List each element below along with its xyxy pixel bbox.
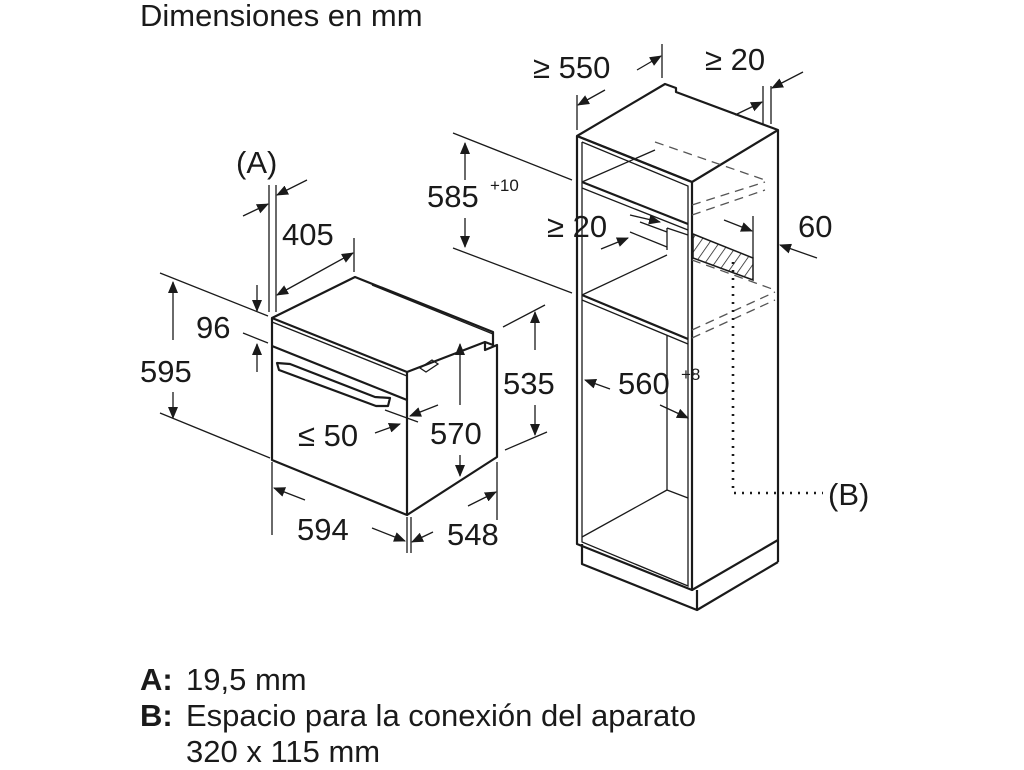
dim-548: 548 xyxy=(447,517,499,552)
legend-text-a: 19,5 mm xyxy=(186,662,307,697)
dim-585: 585 xyxy=(427,179,479,214)
oven-dimensions: (A) 405 96 595 ≤ 50 570 594 548 xyxy=(140,145,499,553)
dim-560: 560 xyxy=(618,366,670,401)
dim-ge20-top: ≥ 20 xyxy=(705,42,765,77)
dim-96: 96 xyxy=(196,310,230,345)
cabinet-drawing xyxy=(575,82,823,612)
legend-a: A: 19,5 mm xyxy=(140,662,307,698)
diagram-title: Dimensiones en mm xyxy=(140,0,423,33)
dim-535: 535 xyxy=(503,366,555,401)
legend-key-a: A: xyxy=(140,662,173,697)
dim-595: 595 xyxy=(140,354,192,389)
legend-text-b: Espacio para la conexión del aparato xyxy=(186,698,697,733)
dim-405: 405 xyxy=(282,217,334,252)
oven-drawing xyxy=(270,275,499,517)
dim-le50: ≤ 50 xyxy=(298,418,358,453)
dim-560-tolerance: +8 xyxy=(681,365,700,384)
dim-585-tolerance: +10 xyxy=(490,176,519,195)
legend-b: B: Espacio para la conexión del aparato 3… xyxy=(140,698,696,770)
legend-key-b: B: xyxy=(140,698,173,733)
label-b: (B) xyxy=(828,477,869,512)
dim-60: 60 xyxy=(798,209,832,244)
dim-ge550: ≥ 550 xyxy=(533,50,610,85)
legend-text-b-size: 320 x 115 mm xyxy=(186,734,381,769)
cabinet-dimensions: ≥ 550 ≥ 20 585 +10 ≥ 20 60 535 560 +8 (B… xyxy=(427,42,869,512)
dim-ge20-mid: ≥ 20 xyxy=(547,209,607,244)
dim-594: 594 xyxy=(297,512,349,547)
label-a: (A) xyxy=(236,145,277,180)
dim-570: 570 xyxy=(430,416,482,451)
